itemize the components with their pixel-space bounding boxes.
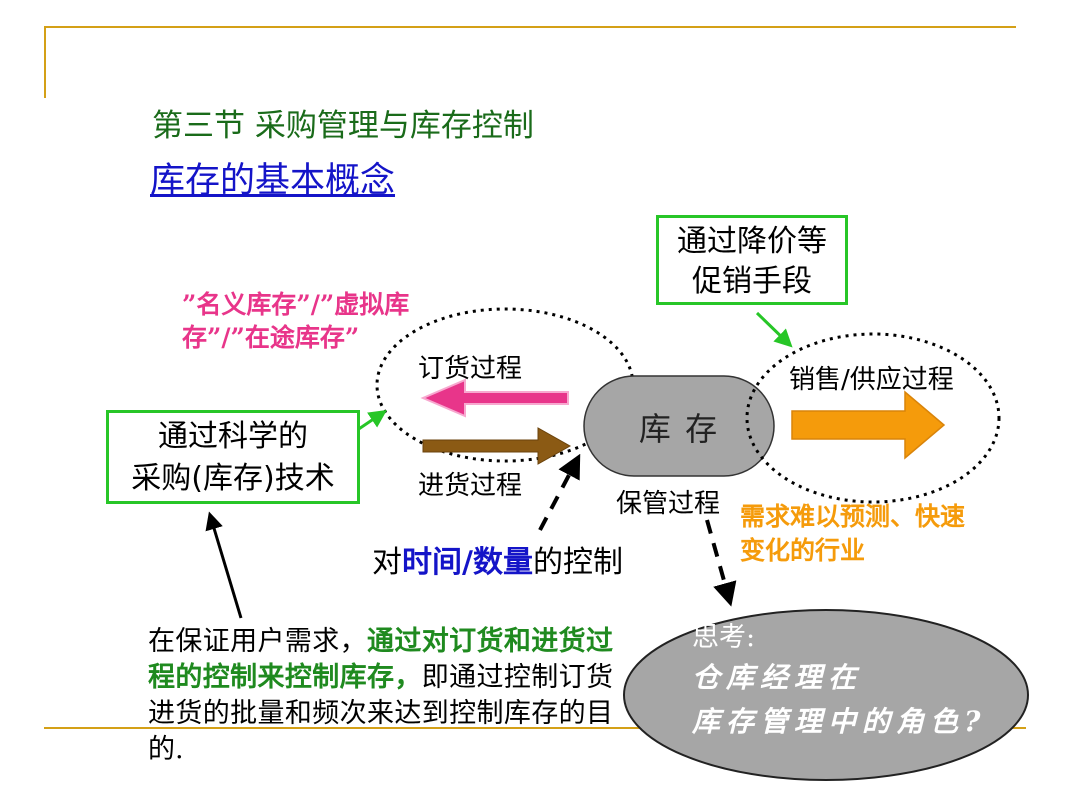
section-title: 第三节 采购管理与库存控制	[152, 108, 534, 144]
ordering-arrow	[420, 378, 569, 418]
demand-note-line2: 变化的行业	[740, 536, 866, 565]
think-heading: 思考:	[692, 622, 756, 653]
receiving-label: 进货过程	[418, 471, 523, 501]
nominal-inventory-note: ”名义库存”/”虚拟库 存”/”在途库存”	[182, 288, 409, 354]
receiving-arrow	[422, 427, 572, 465]
control-suffix: 的控制	[532, 545, 623, 580]
think-line1: 仓库经理在	[692, 661, 863, 694]
control-arrow	[538, 453, 581, 531]
demand-note-line1: 需求难以预测、快速	[740, 502, 966, 531]
demand-note: 需求难以预测、快速 变化的行业	[740, 500, 965, 568]
left-rule	[44, 26, 46, 98]
think-line2: 库存管理中的角色?	[692, 705, 987, 738]
bottom-rule	[44, 727, 1026, 729]
think-ellipse	[623, 609, 1029, 781]
bottom-text-part3: 即通过控制订货进货的批量和频次来达到控制库存的目的.	[148, 662, 613, 765]
control-prefix: 对	[372, 545, 402, 580]
nominal-inventory-line1: ”名义库存”/”虚拟库	[182, 290, 410, 319]
promo-box-line1: 通过降价等	[677, 224, 827, 259]
procure-box-line2: 采购(库存)技术	[131, 461, 335, 496]
inventory-label: 库 存	[638, 410, 720, 448]
sales-ellipse	[745, 332, 1001, 504]
sales-arrow	[791, 390, 946, 460]
think-text: 思考: 仓库经理在 库存管理中的角色?	[692, 620, 986, 744]
ordering-label: 订货过程	[418, 354, 523, 384]
bottom-text-part1: 在保证用户需求，	[148, 626, 367, 657]
control-label: 对时间/数量的控制	[372, 537, 623, 581]
custody-label: 保管过程	[616, 489, 721, 519]
custody-arrow	[705, 519, 737, 607]
bottom-text-part2: 通过对订货和进货过程的控制来控制库存，	[148, 626, 613, 693]
inventory-shape	[583, 375, 775, 477]
bottom-arrow	[205, 511, 243, 619]
promo-connector	[755, 311, 793, 348]
nominal-inventory-line2: 存”/”在途库存”	[182, 323, 360, 352]
promo-box: 通过降价等 促销手段	[656, 215, 848, 305]
procure-box-line1: 通过科学的	[158, 419, 308, 454]
procure-box: 通过科学的 采购(库存)技术	[106, 410, 360, 504]
bottom-paragraph: 在保证用户需求，通过对订货和进货过程的控制来控制库存，即通过控制订货进货的批量和…	[148, 624, 613, 768]
control-highlight: 时间/数量	[402, 545, 533, 580]
promo-box-line2: 促销手段	[692, 264, 812, 299]
sales-label: 销售/供应过程	[789, 365, 954, 395]
page-title: 库存的基本概念	[150, 161, 396, 201]
top-rule	[44, 26, 1016, 28]
